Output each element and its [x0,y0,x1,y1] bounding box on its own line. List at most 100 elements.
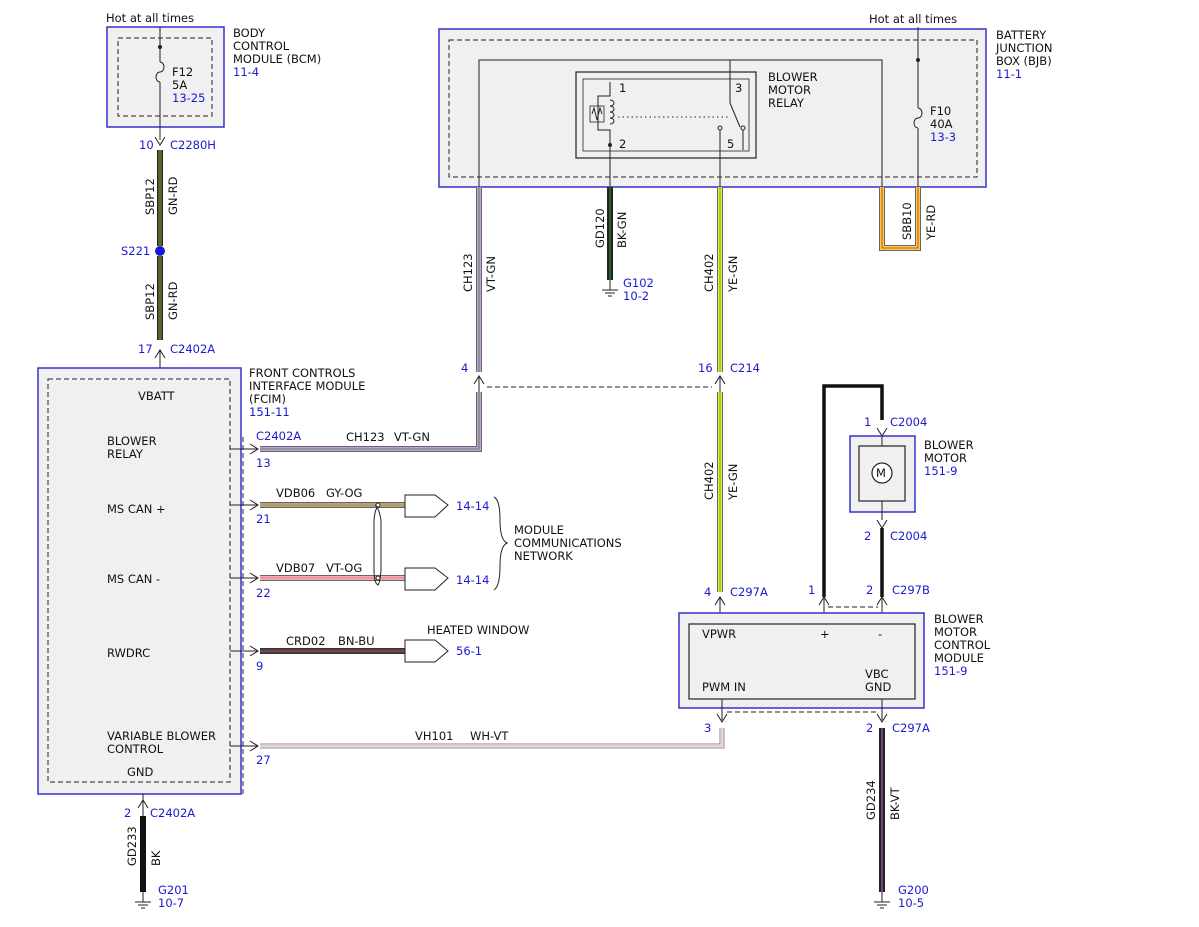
motor-icon [871,462,893,484]
g200-name: G200 [898,883,929,897]
ch402-lower-wire: CH402 YE-GN 4 C297A [702,392,768,613]
fcim-blower-relay-2: RELAY [107,447,144,461]
c297a-bottom-pin3: 3 [704,721,711,735]
bmcm-page: 151-9 [934,664,967,678]
c214-pin: 16 [698,361,713,375]
vh101-color: WH-VT [470,729,509,743]
sbb10-color: YE-RD [924,205,938,241]
fcim-var-blower-1: VARIABLE BLOWER [107,729,216,743]
bmcm-box [678,612,925,709]
fcim-var-blower-2: CONTROL [107,742,164,756]
bcm-fuse-name: F12 [172,65,193,79]
sbp12-wire: S221 SBP12 GN-RD SBP12 GN-RD 17 C2402A [121,150,215,368]
bcm-title-3: MODULE (BCM) [233,52,321,66]
bmcm-title-1: BLOWER [934,612,984,626]
c297a-top-name: C297A [730,585,768,599]
sbp12-lower-circuit: SBP12 [143,283,157,320]
fuse-f10-icon [913,107,923,129]
blower-motor: 1 C2004 M BLOWER MOTOR 151-9 2 C2004 [822,384,974,597]
bjb-fuse-ref: 13-3 [930,130,956,144]
vdb07-wire: VDB07 VT-OG 22 14-14 [256,561,489,600]
fcim-rwdrc: RWDRC [107,646,150,660]
bcm-hot-label: Hot at all times [106,11,194,25]
relay-title-1: BLOWER [768,70,818,84]
ch123-color: VT-GN [484,256,498,292]
c2402a-top-pin: 17 [138,342,153,356]
ch123-horizontal-wire: C2402A 13 CH123 VT-GN [256,392,482,470]
network-label-2: COMMUNICATIONS [514,536,622,550]
fcim-ms-can-minus: MS CAN - [107,572,160,586]
network-ref-2: 14-14 [456,573,489,587]
c2004-bottom-pin: 2 [864,529,871,543]
c2402a-13-pin: 13 [256,456,271,470]
fcim-title-1: FRONT CONTROLS [249,366,355,380]
bjb-fuse-rating: 40A [930,117,953,131]
sbb10-circuit: SBB10 [900,202,914,240]
bmcm-vbc: VBC [865,667,889,681]
bjb-title-3: BOX (BJB) [996,54,1052,68]
bjb-title-1: BATTERY [996,28,1047,42]
pin-22: 22 [256,586,271,600]
vdb06-wire: VDB06 GY-OG 21 14-14 [256,486,489,526]
c297b-pin1: 1 [808,583,815,597]
heated-window-connector [404,639,449,663]
vh101-circuit: VH101 [415,729,453,743]
g201-page: 10-7 [158,896,184,910]
sbp12-upper-color: GN-RD [166,176,180,215]
gd234-circuit: GD234 [864,780,878,820]
fuse-f12-icon [155,61,165,83]
gd120-wire: GD120 BK-GN G102 10-2 [593,187,654,303]
g201-name: G201 [158,883,189,897]
bmcm-plus: + [820,627,830,641]
gd120-circuit: GD120 [593,208,607,248]
network-connector-1 [404,494,449,518]
blower-motor-relay [575,71,757,159]
bjb-hot-label: Hot at all times [869,12,957,26]
fcim-title-2: INTERFACE MODULE [249,379,365,393]
bcm-fuse-ref: 13-25 [172,91,205,105]
c2280h-pin: 10 [139,138,154,152]
sbb10-wire: SBB10 YE-RD [879,187,938,251]
heated-window-ref: 56-1 [456,644,482,658]
crd02-circuit: CRD02 [286,634,326,648]
bjb-fuse-name: F10 [930,104,951,118]
relay-pin-1: 1 [619,81,626,95]
c2402a-gnd-name: C2402A [150,806,195,820]
relay-title-2: MOTOR [768,83,811,97]
gd234-wire: GD234 BK-VT G200 10-5 [864,728,929,910]
network-connector-2 [404,567,449,591]
bmcm-vpwr: VPWR [702,627,736,641]
c297a-bottom-pin2: 2 [866,721,873,735]
ch402-upper-color: YE-GN [726,256,740,293]
c297a-bottom-name: C297A [892,721,930,735]
relay-pin-5: 5 [727,137,734,151]
fcim-title-3: (FCIM) [249,392,286,406]
crd02-color: BN-BU [338,634,375,648]
ch402-upper-circuit: CH402 [702,253,716,292]
bmcm-gnd: GND [865,680,892,694]
relay-pin-2: 2 [619,137,626,151]
twisted-pair-icon [373,502,382,586]
pin-21: 21 [256,512,271,526]
heated-window-label: HEATED WINDOW [427,623,529,637]
vdb07-color: VT-OG [326,561,362,575]
relay-title-3: RELAY [768,96,805,110]
c2280h-name: C2280H [170,138,216,152]
gd233-color: BK [149,850,163,866]
gd233-circuit: GD233 [125,826,139,866]
c2004-top-pin: 1 [864,415,871,429]
fcim-page: 151-11 [249,405,290,419]
c214-name: C214 [730,361,760,375]
bcm-box [106,26,225,128]
c2402a-top-name: C2402A [170,342,215,356]
fcim-blower-relay-1: BLOWER [107,434,157,448]
c2004-bottom-name: C2004 [890,529,927,543]
g200-page: 10-5 [898,896,924,910]
gd234-color: BK-VT [888,786,902,820]
c2402a-gnd-pin: 2 [124,806,131,820]
fcim-box [37,367,242,795]
bcm-module: Hot at all times F12 5A 13-25 BODY CONTR… [106,11,321,152]
vdb06-color: GY-OG [326,486,362,500]
ch402-lower-color: YE-GN [726,464,740,501]
